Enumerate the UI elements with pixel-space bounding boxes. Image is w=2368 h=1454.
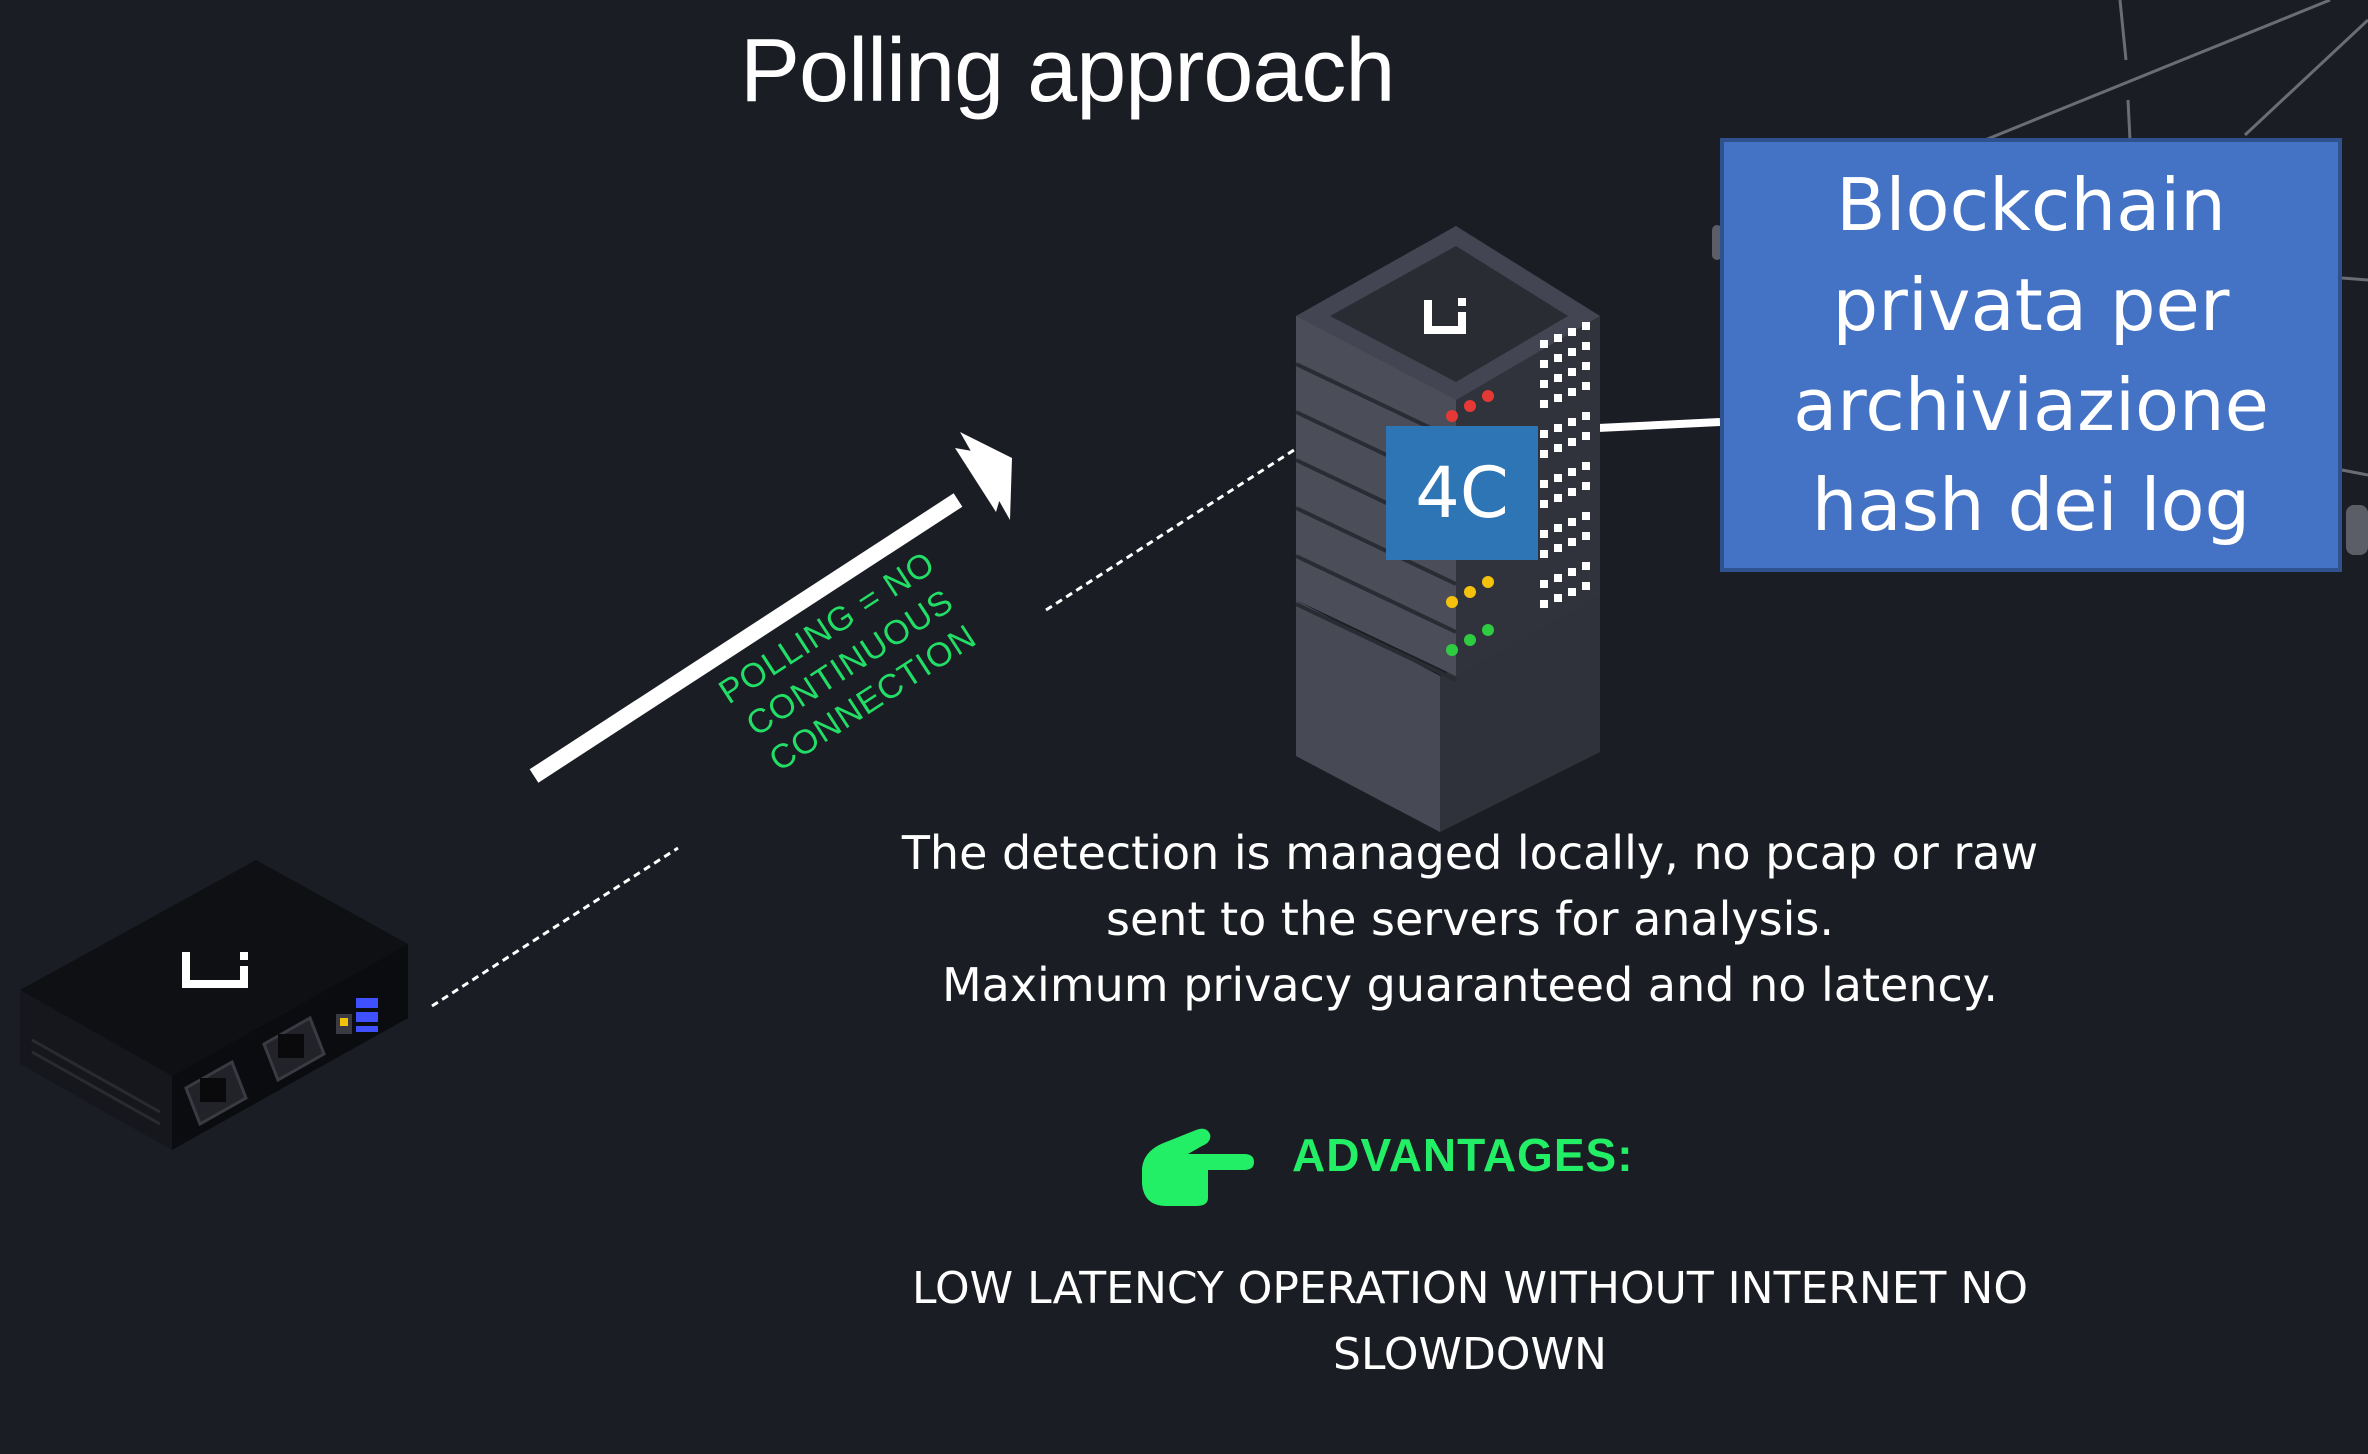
connection-line-lower bbox=[431, 846, 679, 1008]
pointing-hand-icon bbox=[1142, 1128, 1254, 1206]
edge-appliance-icon bbox=[20, 860, 408, 1150]
advantages-label: ADVANTAGES: bbox=[1292, 1129, 1634, 1181]
advantages-line: SLOWDOWN bbox=[1333, 1329, 1607, 1380]
description-line: sent to the servers for analysis. bbox=[1106, 892, 1834, 946]
advantages-text: LOW LATENCY OPERATION WITHOUT INTERNET N… bbox=[880, 1256, 2060, 1388]
server-blockchain-link bbox=[1597, 418, 1721, 432]
slide-title: Polling approach bbox=[740, 21, 1395, 121]
connection-line-upper bbox=[1045, 448, 1295, 612]
description-line: The detection is managed locally, no pca… bbox=[901, 826, 2039, 880]
blockchain-box-label: Blockchain privata per archiviazione has… bbox=[1793, 163, 2269, 547]
description-line: Maximum privacy guaranteed and no latenc… bbox=[941, 958, 1999, 1012]
advantages-line: LOW LATENCY OPERATION WITHOUT INTERNET N… bbox=[912, 1263, 2028, 1314]
blockchain-box: Blockchain privata per archiviazione has… bbox=[1720, 138, 2342, 572]
arrow-up-right-icon bbox=[529, 432, 1012, 783]
server-badge: 4C bbox=[1386, 426, 1538, 560]
description: The detection is managed locally, no pca… bbox=[880, 820, 2060, 1018]
